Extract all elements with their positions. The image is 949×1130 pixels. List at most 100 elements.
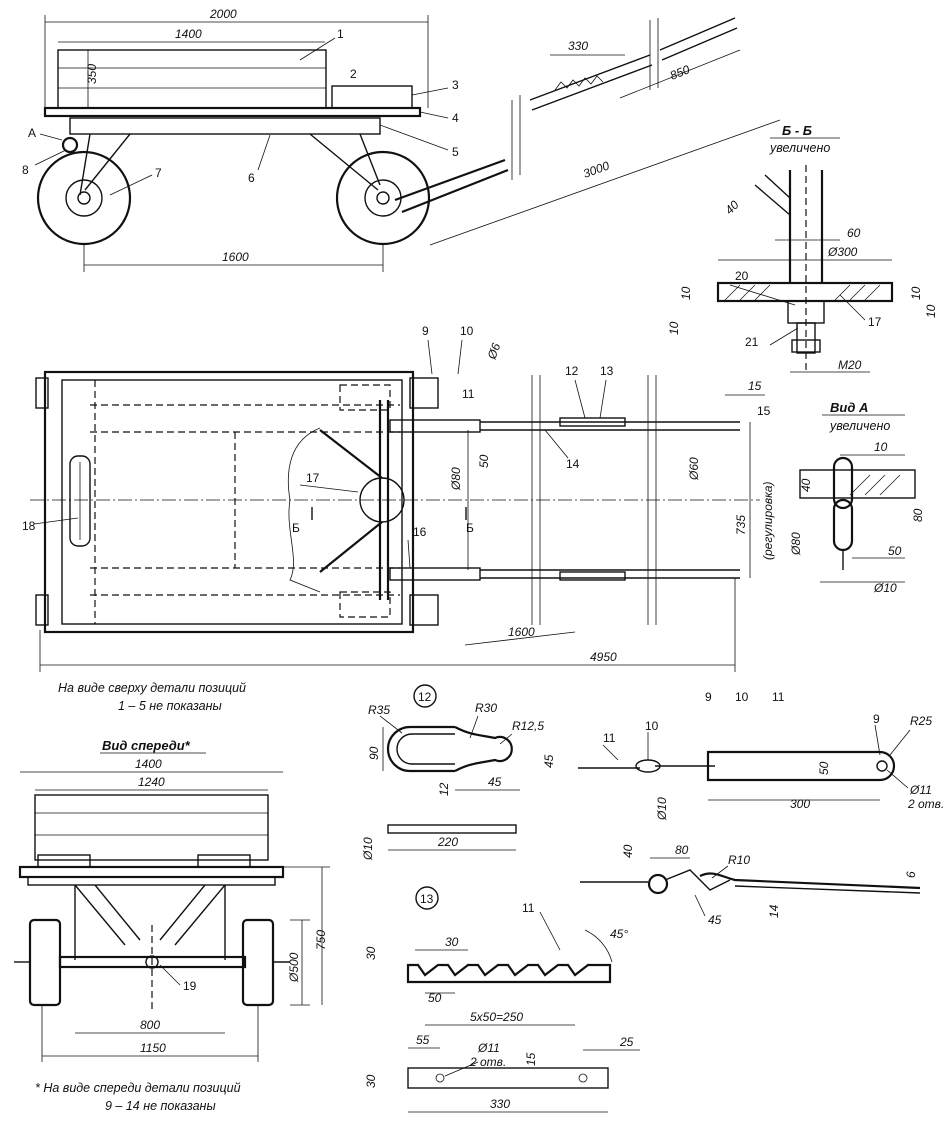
d9-dim-d11: Ø11: [909, 783, 932, 797]
d9-callout-11: 11: [603, 731, 616, 745]
callout-8: 8: [22, 163, 29, 177]
d9-dim-r25: R25: [910, 714, 932, 728]
top-callout-11: 11: [462, 387, 475, 401]
detail-tag-10: 10: [735, 690, 749, 704]
front-dim-1150: 1150: [140, 1041, 166, 1055]
callout-7: 7: [155, 166, 162, 180]
d13-dim-holes-note: 2 отв.: [469, 1055, 506, 1069]
top-dim-d60: Ø60: [687, 457, 701, 481]
d12-dim-220: 220: [437, 835, 458, 849]
top-callout-9: 9: [422, 324, 429, 338]
d9-dim-50: 50: [817, 761, 831, 775]
d13-dim-d11: Ø11: [477, 1041, 500, 1055]
top-dim-1600: 1600: [508, 625, 535, 639]
callout-4: 4: [452, 111, 459, 125]
d9-dim-45: 45: [708, 913, 722, 927]
dim-330-tow: 330: [568, 39, 588, 53]
side-view: 2000 1400 350 A 1600: [22, 7, 781, 272]
view-a-dim-d10: Ø10: [873, 581, 897, 595]
dim-350: 350: [85, 64, 99, 84]
dim-1400: 1400: [175, 27, 202, 41]
d12-dim-r35: R35: [368, 703, 390, 717]
front-dim-1240: 1240: [138, 775, 165, 789]
front-dim-750: 750: [314, 930, 328, 950]
view-a-title: Вид A: [830, 400, 868, 415]
top-view: Б Б Ø6 Ø80 50 Ø60 15 735 (регулировка) 1…: [22, 324, 775, 713]
d12-dim-r12-5: R12,5: [512, 719, 544, 733]
sbb-dim-60: 60: [847, 226, 861, 240]
sbb-dim-10a: 10: [679, 286, 693, 300]
view-a-subtitle: увеличено: [829, 419, 890, 433]
callout-3: 3: [452, 78, 459, 92]
detail-13: 13 30 30 11 45° 50 5x50=250 30 55 Ø11 2 …: [364, 886, 640, 1113]
top-note-line2: 1 – 5 не показаны: [118, 699, 222, 713]
top-callout-13: 13: [600, 364, 614, 378]
section-bb: Б - Б увеличено 40 60 Ø300 10 10 10 10: [667, 123, 938, 373]
detail-12-tag: 12: [418, 690, 432, 704]
d9-dim-holes-note: 2 отв.: [907, 797, 944, 811]
sbb-callout-21: 21: [745, 335, 759, 349]
dim-850-tow: 850: [668, 62, 692, 83]
detail-tag-11: 11: [772, 690, 785, 704]
sbb-dim-40: 40: [722, 198, 742, 218]
dim-2000: 2000: [209, 7, 237, 21]
d13-dim-330: 330: [490, 1097, 510, 1111]
view-a-dim-10: 10: [874, 440, 888, 454]
front-view: Вид спереди* 1400 1240 Ø500 750: [14, 738, 330, 1113]
top-dim-4950: 4950: [590, 650, 617, 664]
section-mark-b-left: Б: [292, 521, 300, 535]
sbb-callout-20: 20: [735, 269, 749, 283]
view-a-dim-d80: Ø80: [789, 532, 803, 556]
front-dim-1400: 1400: [135, 757, 162, 771]
front-callout-19: 19: [183, 979, 197, 993]
d9-dim-r10: R10: [728, 853, 750, 867]
d9-dim-300: 300: [790, 797, 810, 811]
d13-dim-55: 55: [416, 1033, 430, 1047]
detail-13-tag: 13: [420, 892, 434, 906]
top-dim-d6: Ø6: [484, 341, 503, 362]
sbb-dim-m20: M20: [838, 358, 862, 372]
top-dim-d80: Ø80: [449, 467, 463, 491]
sbb-dim-10c: 10: [909, 286, 923, 300]
section-bb-subtitle: увеличено: [769, 141, 830, 155]
d13-dim-30c: 30: [364, 1074, 378, 1088]
view-marker-a: A: [28, 126, 36, 140]
d13-dim-5x50: 5x50=250: [470, 1010, 523, 1024]
top-callout-15: 15: [757, 404, 771, 418]
d9-dim-d10: Ø10: [655, 797, 669, 821]
dim-3000-tow: 3000: [581, 158, 611, 180]
callout-1: 1: [337, 27, 344, 41]
top-note-line1: На виде сверху детали позиций: [58, 681, 246, 695]
top-dim-735-note: (регулировка): [761, 481, 775, 560]
sbb-callout-17: 17: [868, 315, 882, 329]
top-dim-50: 50: [477, 454, 491, 468]
sbb-dim-300: Ø300: [827, 245, 858, 259]
callout-6: 6: [248, 171, 255, 185]
d13-dim-50: 50: [428, 991, 442, 1005]
d13-dim-30a: 30: [364, 946, 378, 960]
d9-dim-40: 40: [621, 844, 635, 858]
d9-callout-9: 9: [873, 712, 880, 726]
view-a: Вид A увеличено 10 40 80 Ø80 50 Ø10: [789, 400, 925, 595]
top-callout-18: 18: [22, 519, 36, 533]
top-callout-16: 16: [413, 525, 427, 539]
d9-dim-6: 6: [904, 871, 918, 878]
callout-2: 2: [350, 67, 357, 81]
d12-dim-r30: R30: [475, 701, 497, 715]
view-a-dim-40: 40: [799, 478, 813, 492]
callout-5: 5: [452, 145, 459, 159]
d13-dim-30b: 30: [445, 935, 459, 949]
d9-dim-80: 80: [675, 843, 689, 857]
dim-1600-wheelbase: 1600: [222, 250, 249, 264]
front-note-line1: * На виде спереди детали позиций: [35, 1081, 241, 1095]
d9-callout-10: 10: [645, 719, 659, 733]
top-callout-12: 12: [565, 364, 579, 378]
d12-dim-90: 90: [367, 746, 381, 760]
top-callout-10: 10: [460, 324, 474, 338]
section-mark-b-right: Б: [466, 521, 474, 535]
d12-dim-45w: 45: [488, 775, 502, 789]
front-view-title: Вид спереди*: [102, 738, 191, 753]
d13-dim-25: 25: [619, 1035, 634, 1049]
d9-dim-14: 14: [767, 904, 781, 918]
